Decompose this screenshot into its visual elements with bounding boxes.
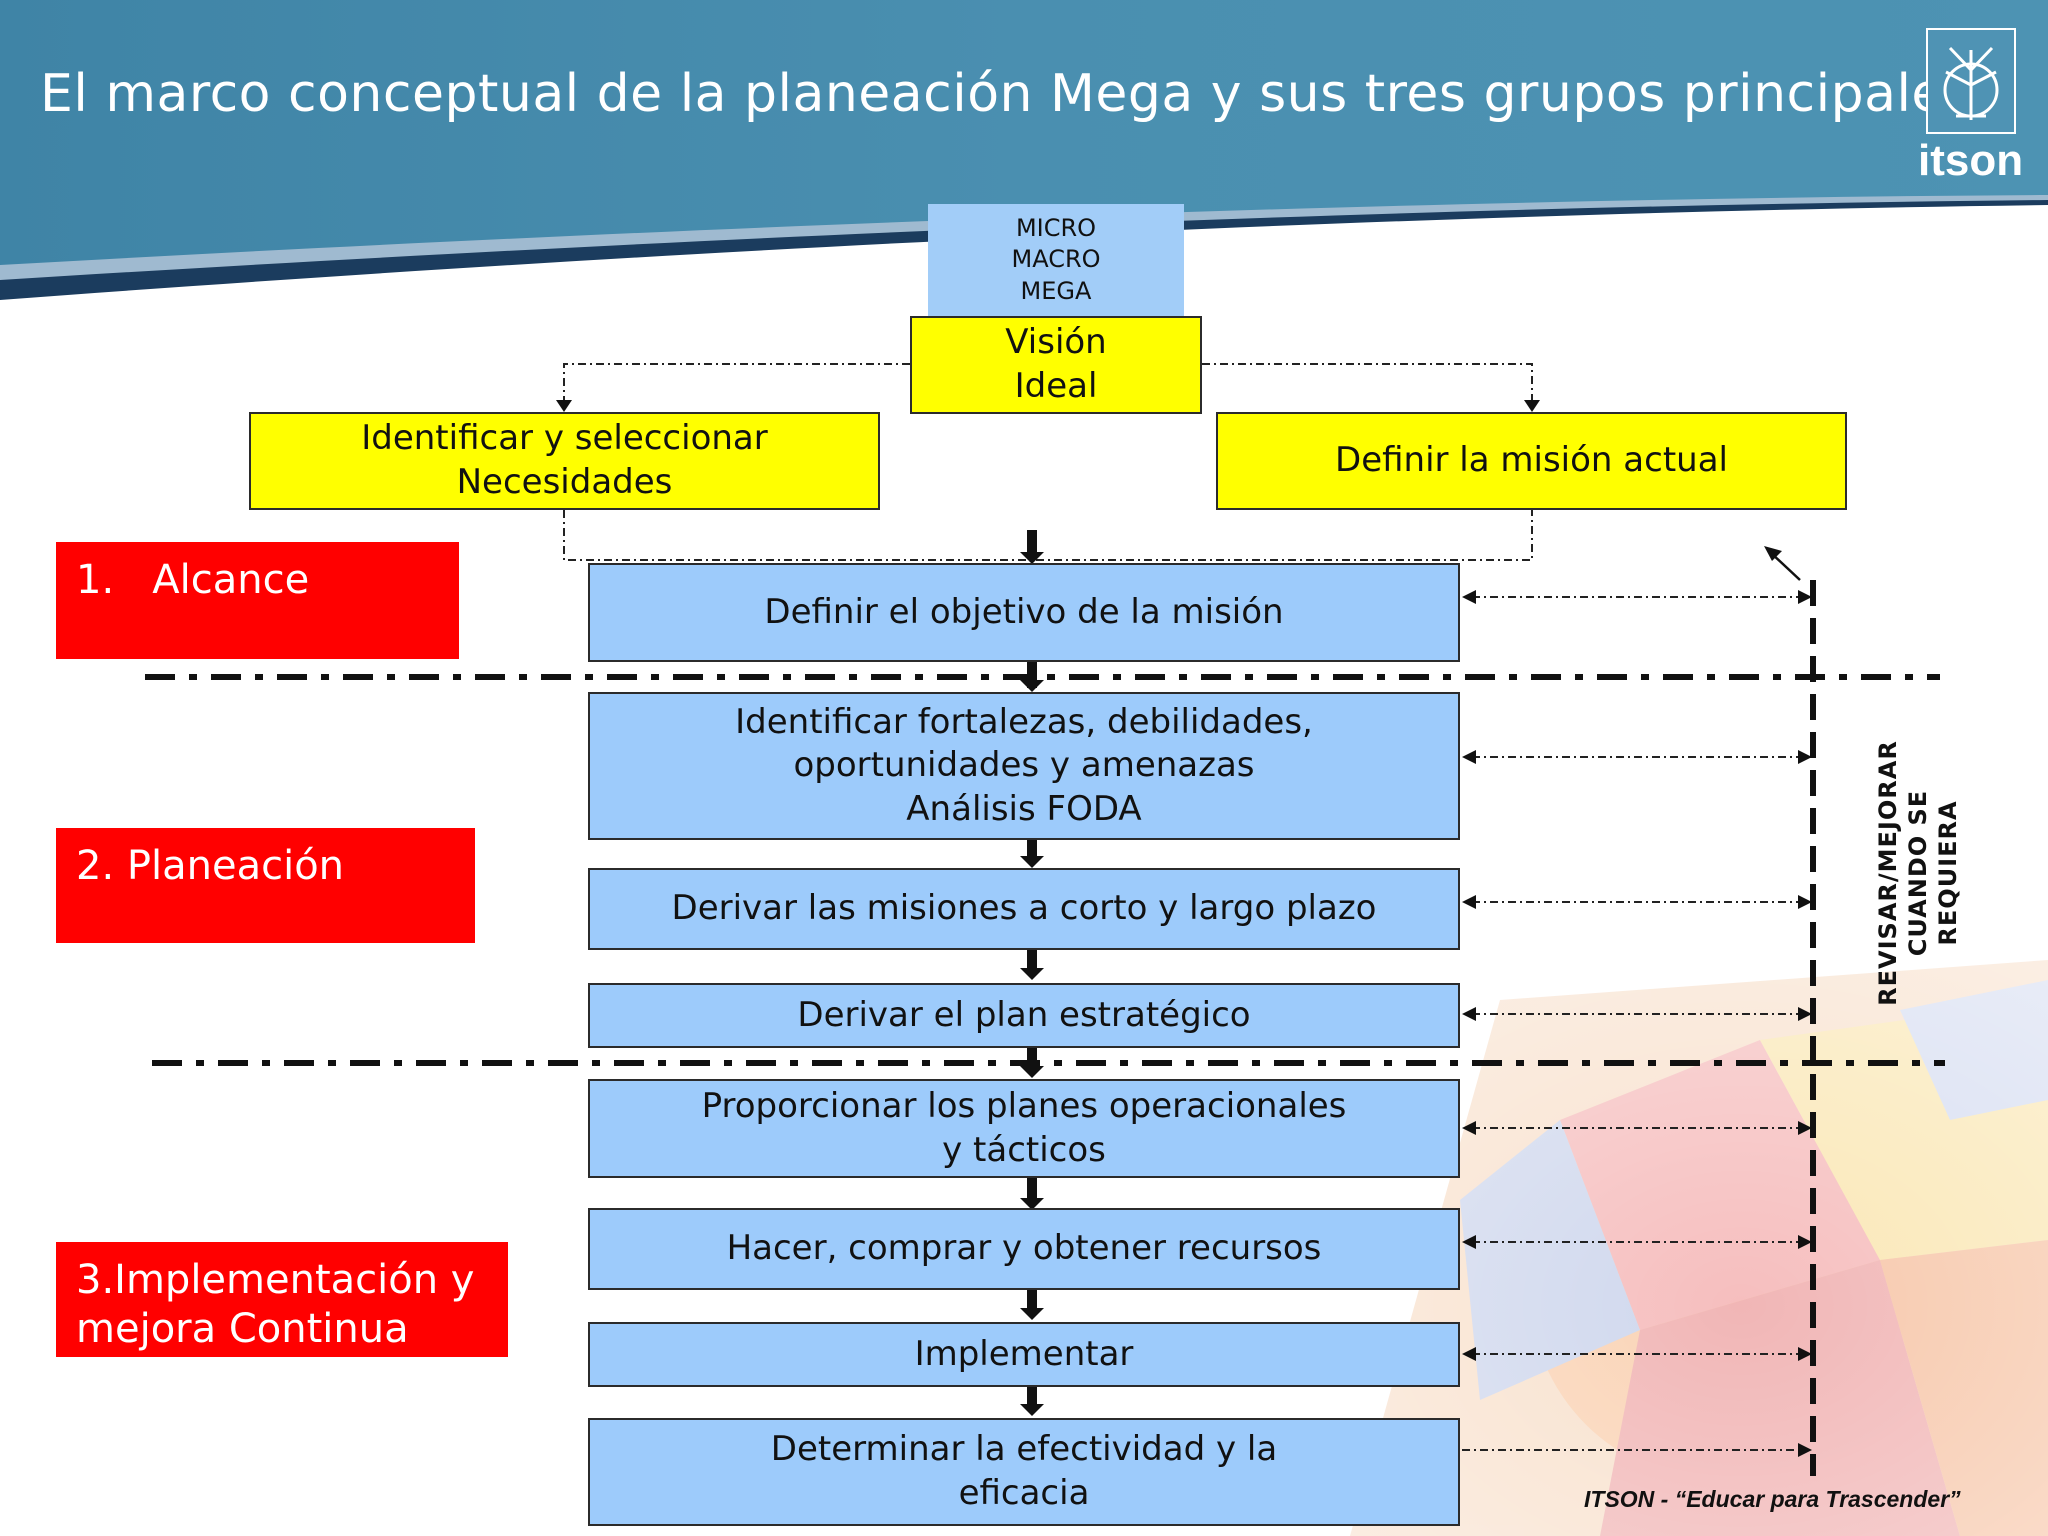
- levels-box: MICRO MACRO MEGA: [928, 204, 1184, 316]
- group-label-planeacion: 2. Planeación: [56, 828, 475, 943]
- step-box: Derivar el plan estratégico: [588, 983, 1460, 1048]
- page-title: El marco conceptual de la planeación Meg…: [40, 64, 1972, 124]
- step-box: Determinar la efectividad y la eficacia: [588, 1418, 1460, 1526]
- needs-box: Identificar y seleccionar Necesidades: [249, 412, 880, 510]
- plant-emblem-icon: [1943, 46, 1999, 120]
- review-label: REVISAR/MEJORAR CUANDO SE REQUIERA: [1874, 690, 1962, 1010]
- footer-tagline: ITSON - “Educar para Trascender”: [1584, 1486, 1961, 1512]
- step-box: Hacer, comprar y obtener recursos: [588, 1208, 1460, 1290]
- review-label-text: REVISAR/MEJORAR CUANDO SE REQUIERA: [1874, 740, 1962, 1006]
- step-box: Identificar fortalezas, debilidades, opo…: [588, 692, 1460, 840]
- step-box: Implementar: [588, 1322, 1460, 1387]
- mission-box: Definir la misión actual: [1216, 412, 1847, 510]
- step-box: Derivar las misiones a corto y largo pla…: [588, 868, 1460, 950]
- group-label-implementacion: 3.Implementación y mejora Continua: [56, 1242, 508, 1357]
- logo-text: itson: [1918, 136, 2024, 185]
- vision-box: Visión Ideal: [910, 316, 1202, 414]
- step-box: Definir el objetivo de la misión: [588, 563, 1460, 662]
- step-box: Proporcionar los planes operacionales y …: [588, 1079, 1460, 1178]
- group-label-alcance: 1. Alcance: [56, 542, 459, 659]
- header-band: [0, 0, 2048, 300]
- itson-logo: [1926, 28, 2016, 134]
